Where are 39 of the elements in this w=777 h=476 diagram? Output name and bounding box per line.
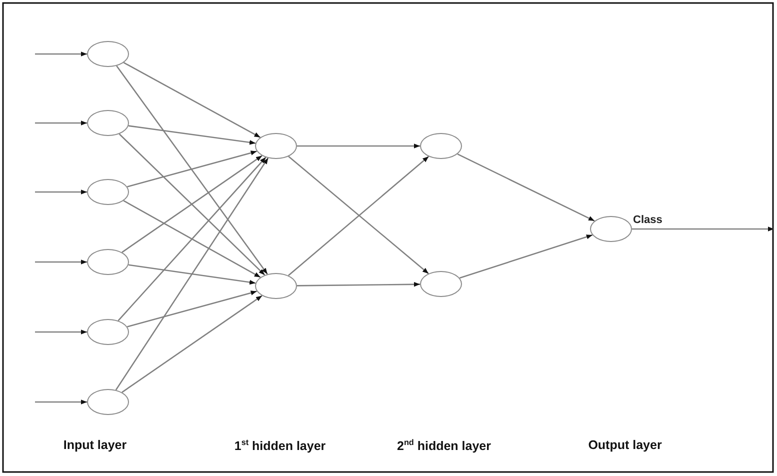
neuron-circle [87,110,129,136]
layer-label: 2$^{nd}$ hidden layer [396,438,492,454]
arrow [115,158,269,390]
neuron-circle [420,133,462,159]
arrow [35,260,87,264]
arrow [35,120,87,126]
arrow [122,155,262,253]
layer-label: Output layer [587,438,663,453]
layer-label: Input layer [62,438,128,453]
neuron-circle [255,273,297,299]
arrow [297,144,420,148]
arrow [118,156,266,322]
arrow [457,154,595,222]
neuron-circle [87,41,129,67]
arrow [127,290,257,328]
neuron-circle [87,249,129,275]
arrow [632,226,774,232]
arrow [128,125,256,145]
arrow [128,264,256,285]
arrow [127,150,257,188]
arrow [35,330,87,334]
neuron-circle [255,133,297,159]
neuron-circle [590,216,632,242]
arrow [35,52,87,56]
arrow [459,234,593,279]
neuron-circle [87,179,129,205]
arrow [297,282,420,287]
arrow [116,66,268,274]
layer-label: 1$^{st}$ hidden layer [233,438,327,454]
arrow [122,295,262,393]
arrow [123,200,261,278]
edge-label: Class [633,214,662,226]
arrow [118,134,266,276]
neuron-circle [87,389,129,415]
neuron-circle [420,271,462,297]
arrow [35,400,87,404]
arrow [123,62,261,138]
arrow [35,190,87,194]
neuron-circle [87,319,129,345]
